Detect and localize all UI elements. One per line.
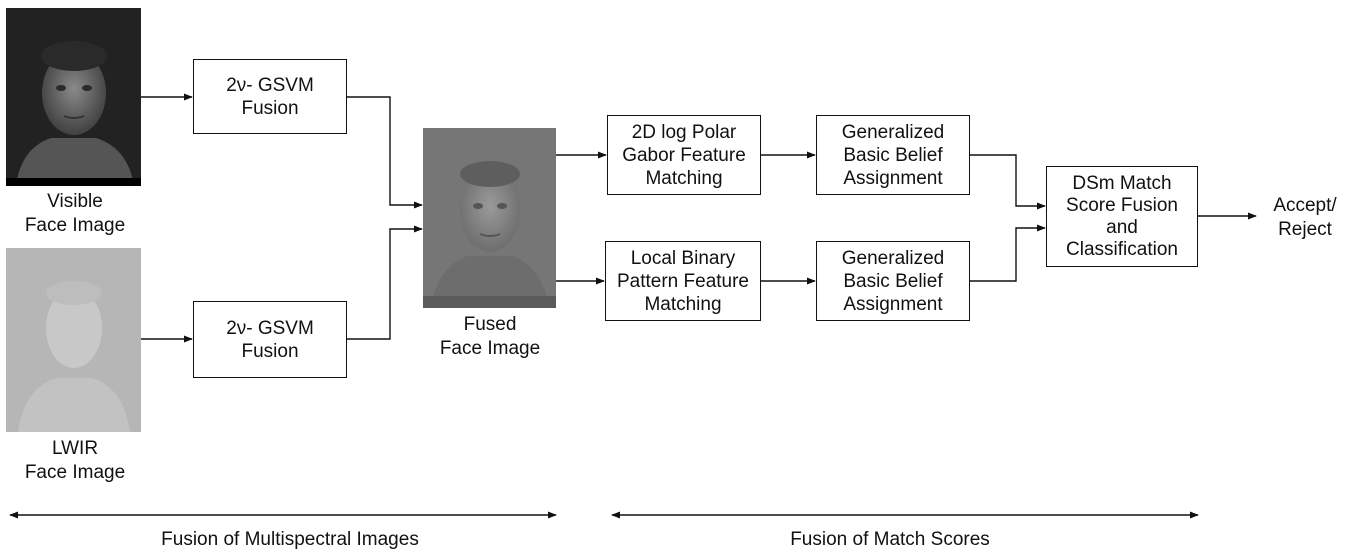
gsvm-fusion-box-bottom: 2ν- GSVM Fusion bbox=[193, 301, 347, 378]
arrow-belief-bottom-to-dsm bbox=[970, 224, 1046, 282]
visible-face-graphic bbox=[6, 8, 141, 186]
span-label-match-scores: Fusion of Match Scores bbox=[790, 529, 990, 550]
gsvm-fusion-box-top: 2ν- GSVM Fusion bbox=[193, 59, 347, 134]
lwir-face-image bbox=[6, 248, 141, 432]
lwir-face-graphic bbox=[6, 248, 141, 432]
fused-face-graphic bbox=[423, 128, 556, 308]
belief-assignment-box-bottom: Generalized Basic Belief Assignment bbox=[816, 241, 970, 321]
lbp-matching-box: Local Binary Pattern Feature Matching bbox=[605, 241, 761, 321]
arrow-belief-top-to-dsm bbox=[970, 154, 1046, 210]
fused-image-label: Fused Face Image bbox=[439, 314, 541, 359]
visible-image-label: Visible Face Image bbox=[24, 191, 126, 236]
arrow-gsvm-top-to-fused bbox=[347, 96, 423, 209]
accept-reject-label: Accept/ Reject bbox=[1273, 195, 1337, 240]
fused-face-image bbox=[423, 128, 556, 308]
arrow-gsvm-bottom-to-fused bbox=[347, 225, 423, 340]
lwir-image-label: LWIR Face Image bbox=[24, 438, 126, 483]
gabor-matching-box: 2D log Polar Gabor Feature Matching bbox=[607, 115, 761, 195]
visible-face-image bbox=[6, 8, 141, 186]
dsm-fusion-classification-box: DSm Match Score Fusion and Classificatio… bbox=[1046, 166, 1198, 267]
span-label-multispectral: Fusion of Multispectral Images bbox=[161, 529, 419, 550]
belief-assignment-box-top: Generalized Basic Belief Assignment bbox=[816, 115, 970, 195]
